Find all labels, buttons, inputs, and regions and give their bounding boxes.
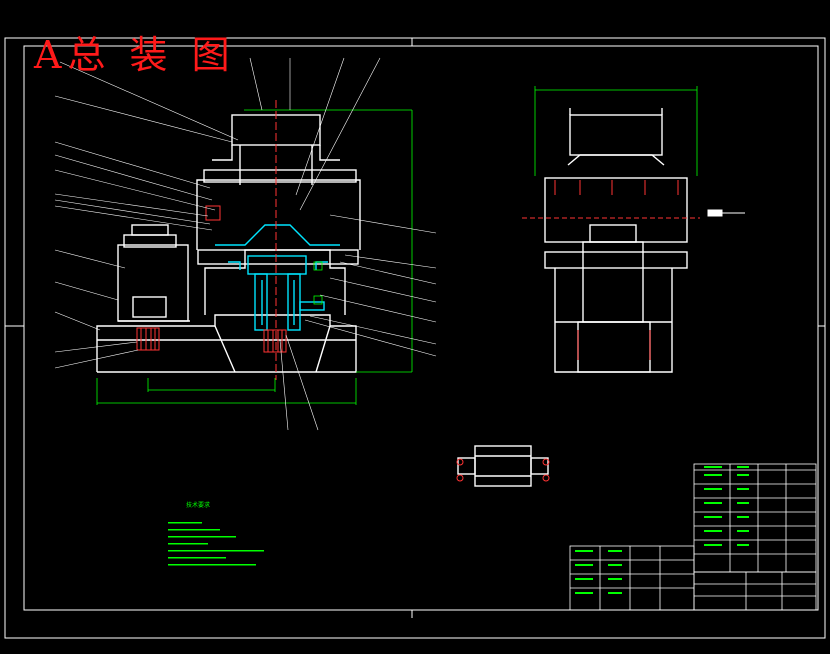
tech-notes-body [168,522,264,566]
detail-view [457,445,549,487]
part-leader-lines [54,57,437,431]
title-block [693,571,817,611]
side-view [544,108,688,373]
main-shaft-assembly [215,224,340,331]
detail-bolts [456,458,550,482]
tech-notes-title: 技术要求 [186,502,211,509]
main-section-view [96,114,361,373]
outer-border [4,37,826,639]
inner-border [23,45,819,611]
main-view-annotations [96,109,413,405]
centering-marks [5,38,825,618]
drawing-title: A总 装 图 [34,33,236,77]
parts-list-entries [575,466,749,594]
main-view-red-details [136,100,287,380]
side-view-details [522,180,700,360]
view-arrow [707,209,745,217]
side-view-dimensions [534,86,698,176]
parts-list-table [569,463,817,611]
